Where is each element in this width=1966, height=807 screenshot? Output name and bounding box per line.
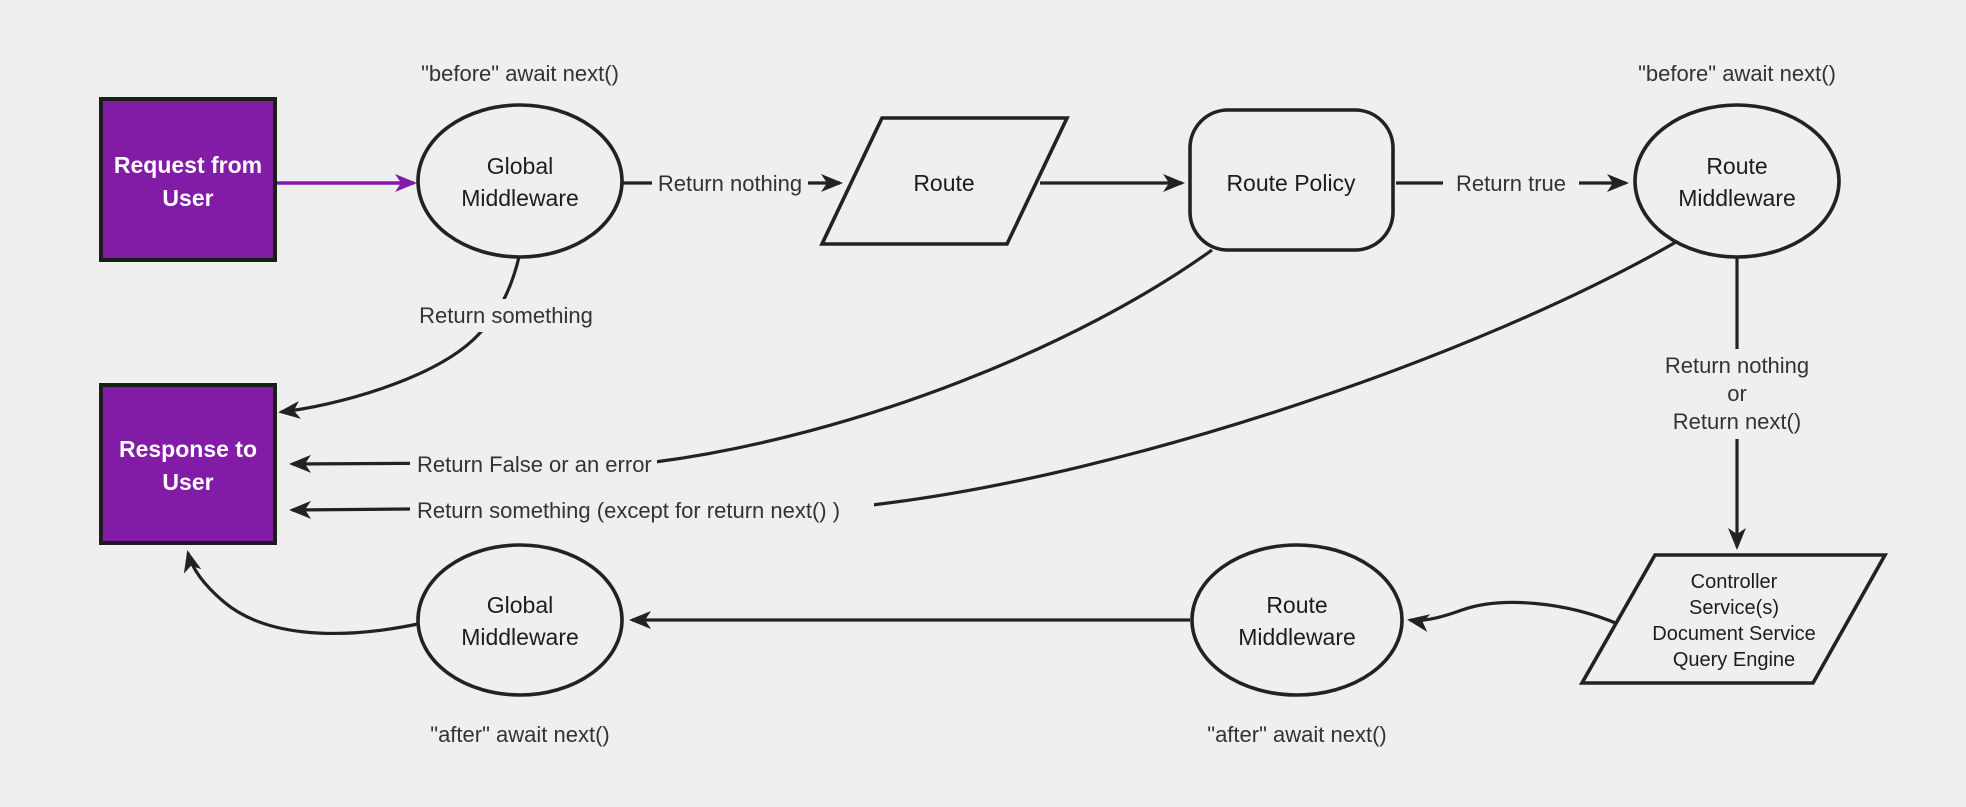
return-something-label-bg xyxy=(410,299,602,332)
edge-global-middleware-bottom-to-response xyxy=(183,550,419,636)
after-await-next-left-label: "after" await next() xyxy=(430,722,609,747)
controller-line1: Controller xyxy=(1691,571,1778,593)
route-middleware-bottom-ellipse xyxy=(1190,543,1404,697)
return-nothing-label-bg xyxy=(652,167,808,199)
route-node: Route xyxy=(819,116,1070,246)
edge-label-backgrounds xyxy=(410,167,1827,526)
global-middleware-bottom-line1: Global xyxy=(487,592,553,618)
global-middleware-bottom-node: Global Middleware xyxy=(416,543,624,697)
controller-line4: Query Engine xyxy=(1673,649,1795,671)
request-label-line2: User xyxy=(162,185,213,211)
edge-route-middleware-to-response xyxy=(289,240,1677,519)
controller-parallelogram xyxy=(1578,553,1889,685)
return-nothing-or-line2: or xyxy=(1727,381,1747,406)
after-await-next-right-label: "after" await next() xyxy=(1207,722,1386,747)
response-label-line1: Response to xyxy=(119,436,257,462)
response-label-line2: User xyxy=(162,469,213,495)
return-nothing-label: Return nothing xyxy=(658,171,802,196)
route-middleware-top-line2: Middleware xyxy=(1678,185,1796,211)
global-middleware-top-line1: Global xyxy=(487,153,553,179)
global-middleware-top-line2: Middleware xyxy=(461,185,579,211)
response-to-user-box xyxy=(99,383,277,545)
return-false-label-bg xyxy=(410,448,657,480)
return-something-label: Return something xyxy=(419,303,593,328)
route-policy-node: Route Policy xyxy=(1188,108,1395,252)
global-middleware-bottom-line2: Middleware xyxy=(461,624,579,650)
return-something-except-label-bg xyxy=(410,494,874,526)
return-false-or-error-label: Return False or an error xyxy=(417,452,652,477)
edge-labels: "before" await next() "before" await nex… xyxy=(417,61,1836,747)
return-true-label-bg xyxy=(1443,167,1579,199)
response-to-user-node: Response to User xyxy=(99,383,277,545)
return-something-except-label: Return something (except for return next… xyxy=(417,498,840,523)
route-middleware-bottom-line1: Route xyxy=(1266,592,1327,618)
route-middleware-bottom-node: Route Middleware xyxy=(1190,543,1404,697)
route-parallelogram xyxy=(819,116,1070,246)
before-await-next-right-label: "before" await next() xyxy=(1638,61,1836,86)
return-true-label: Return true xyxy=(1456,171,1566,196)
route-policy-rect xyxy=(1188,108,1395,252)
nodes: Request from User Global Middleware Rout… xyxy=(99,97,1889,697)
edge-route-policy-to-response xyxy=(289,248,1213,473)
route-middleware-bottom-line2: Middleware xyxy=(1238,624,1356,650)
return-nothing-or-line1: Return nothing xyxy=(1665,353,1809,378)
before-await-next-left-label: "before" await next() xyxy=(421,61,619,86)
edge-controller-to-route-middleware-bottom xyxy=(1407,600,1619,632)
request-from-user-node: Request from User xyxy=(99,97,277,262)
route-middleware-top-node: Route Middleware xyxy=(1633,103,1841,259)
controller-line2: Service(s) xyxy=(1689,597,1779,619)
global-middleware-top-node: Global Middleware xyxy=(416,103,624,259)
request-label-line1: Request from xyxy=(114,152,262,178)
route-policy-label: Route Policy xyxy=(1226,170,1356,196)
return-nothing-or-label: Return nothing or Return next() xyxy=(1665,353,1809,434)
edge-global-middleware-to-response xyxy=(278,256,521,419)
route-label: Route xyxy=(913,170,974,196)
controller-services-node: Controller Service(s) Document Service Q… xyxy=(1578,553,1889,685)
global-middleware-top-ellipse xyxy=(416,103,624,259)
request-from-user-box xyxy=(99,97,277,262)
global-middleware-bottom-ellipse xyxy=(416,543,624,697)
route-middleware-top-ellipse xyxy=(1633,103,1841,259)
return-nothing-or-line3: Return next() xyxy=(1673,409,1801,434)
controller-line3: Document Service xyxy=(1652,623,1815,645)
edges xyxy=(183,174,1746,636)
return-nothing-or-label-bg xyxy=(1647,349,1827,439)
route-middleware-top-line1: Route xyxy=(1706,153,1767,179)
